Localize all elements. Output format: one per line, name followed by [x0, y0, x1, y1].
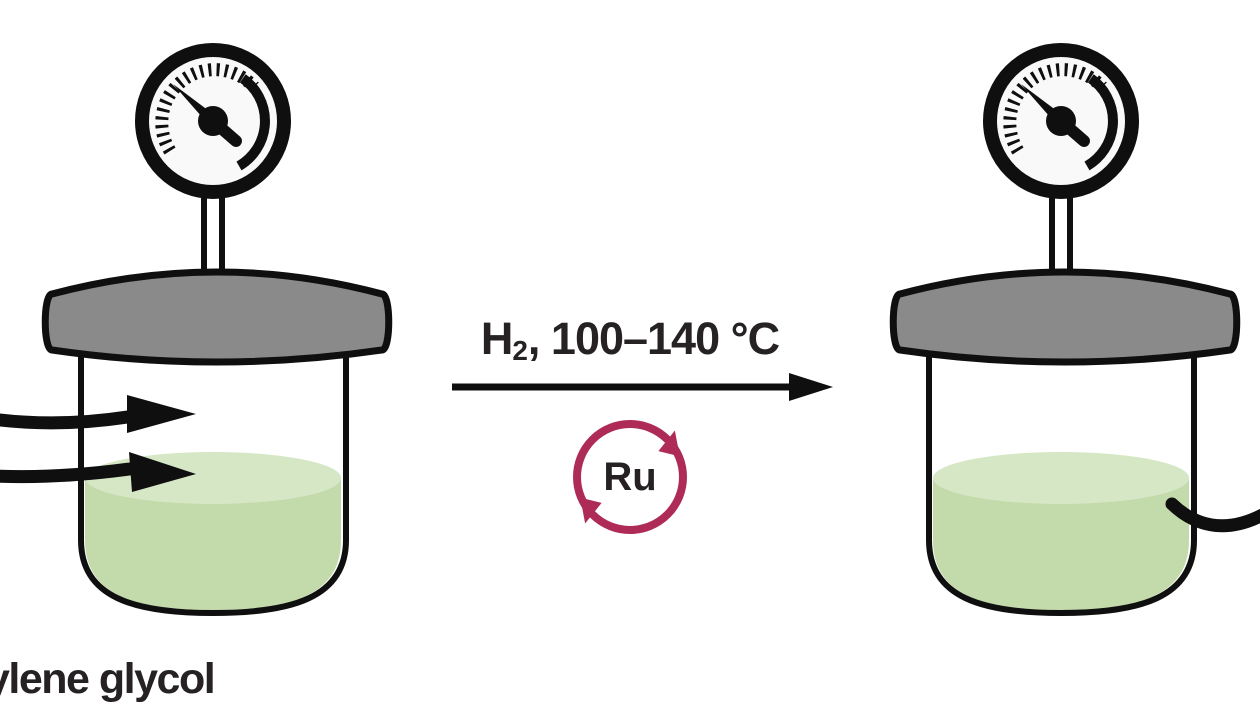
catalytic-cycle-icon [573, 420, 687, 534]
feed-arrow-2-head [129, 452, 196, 492]
cycle-arrowhead-bottom [580, 497, 602, 524]
feed-arrow-1-head [127, 395, 196, 433]
reactor-after [893, 50, 1237, 613]
reaction-arrow [452, 373, 833, 401]
reactant-label: ylene glycol [0, 655, 216, 703]
feed-arrow-2-shaft [0, 461, 138, 484]
outlet-tube [1165, 497, 1260, 533]
reaction-arrow-head [789, 373, 833, 401]
hydrogen-symbol: H [480, 313, 513, 364]
reaction-conditions-label: H2, 100–140 °C [430, 313, 830, 367]
feed-arrows [0, 395, 196, 492]
feed-arrow-1-shaft [0, 409, 136, 430]
temperature-range: , 100–140 °C [527, 313, 780, 364]
reactor-before [45, 50, 389, 613]
catalyst-label: Ru [603, 455, 657, 499]
cycle-ring [573, 420, 687, 534]
cycle-arrowhead-top [658, 430, 680, 457]
hydrogen-subscript: 2 [512, 335, 528, 367]
